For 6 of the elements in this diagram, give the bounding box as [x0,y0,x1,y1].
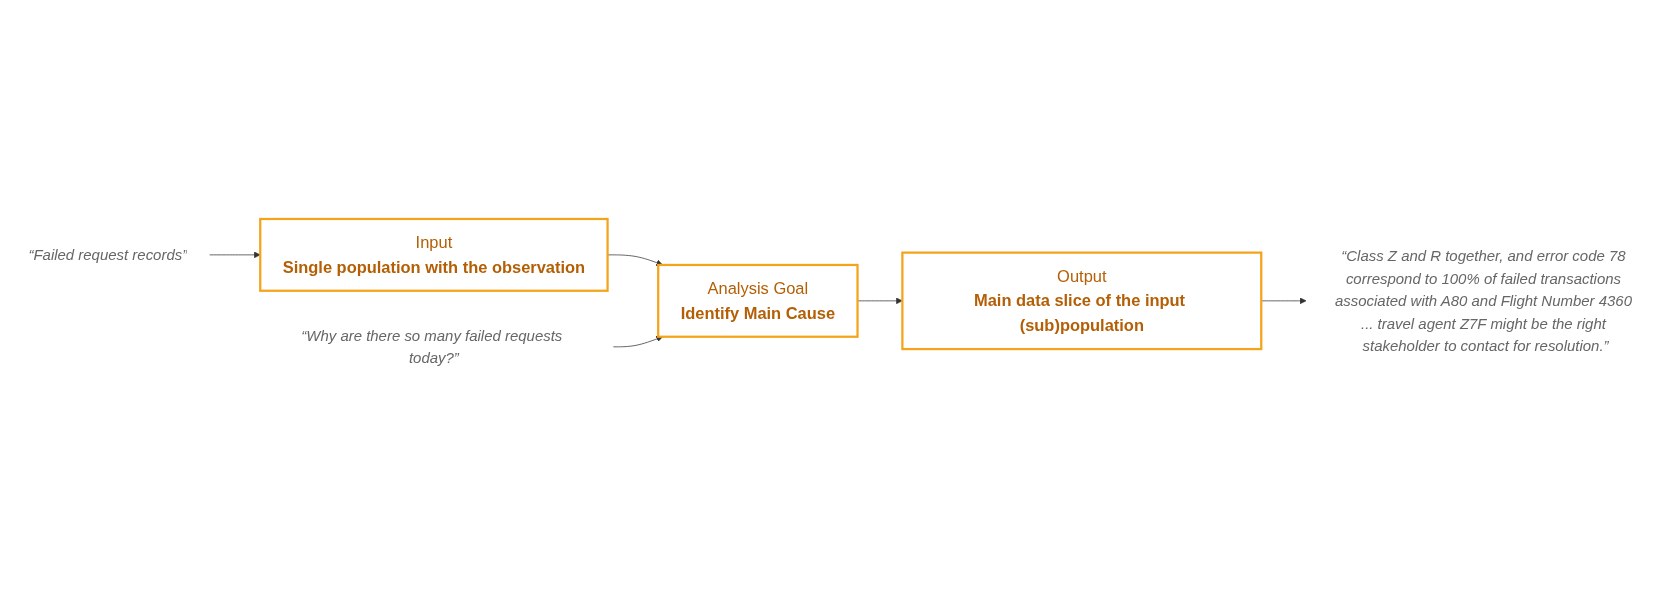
node-text: “Why are there so many failed requests today?” [301,327,563,367]
node-box: Input Single population with the observation [259,217,609,292]
node-box: Output Main data slice of the input (sub)population [901,251,1263,350]
node-box: Analysis Goal Identify Main Cause [657,263,859,338]
node-text: “Class Z and R together, and error code 78 correspond to 100% of failed transactions associated with A80 and Flight Number 4360 ... travel agent Z7F might be the right stakeholder to contact for resolution.” [1334,247,1632,354]
node-text: “Failed request records” [28,246,188,263]
